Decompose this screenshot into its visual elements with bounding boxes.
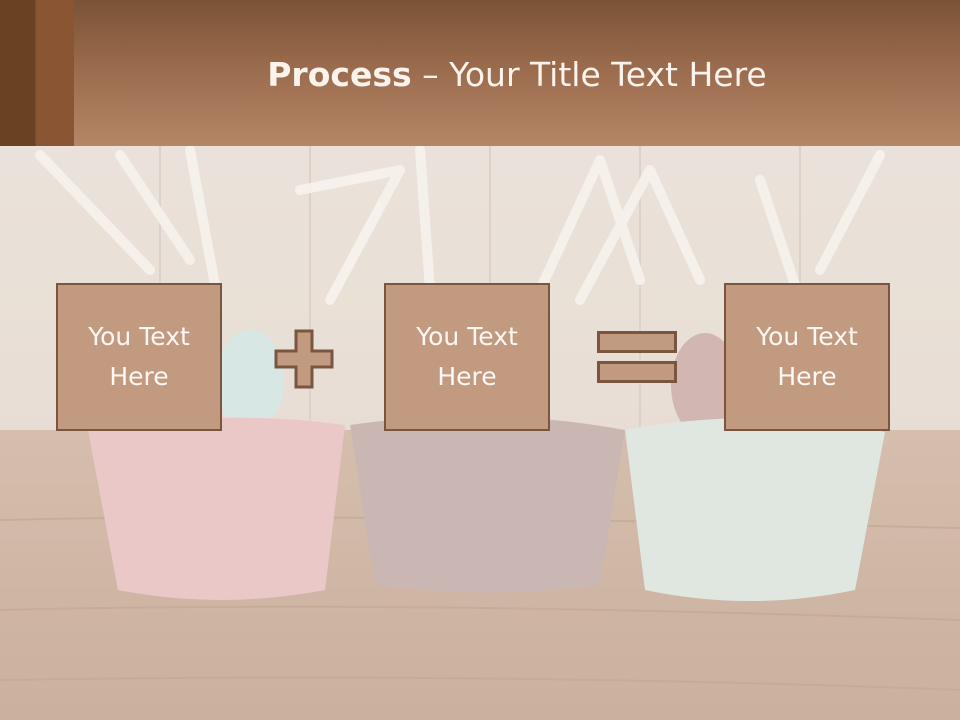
- title-bar: Process – Your Title Text Here: [0, 0, 960, 146]
- title-rest: – Your Title Text Here: [411, 55, 767, 94]
- title-bold: Process: [267, 55, 412, 94]
- text-box-2-label: You Text Here: [416, 322, 518, 391]
- text-box-1[interactable]: You Text Here: [56, 283, 222, 431]
- text-box-3-label: You Text Here: [756, 322, 858, 391]
- text-box-1-label: You Text Here: [88, 322, 190, 391]
- text-box-3[interactable]: You Text Here: [724, 283, 890, 431]
- equals-icon: [597, 331, 677, 383]
- plus-icon: [274, 329, 334, 389]
- header-accent-block: [0, 0, 74, 146]
- slide-title: Process – Your Title Text Here: [74, 52, 960, 98]
- text-box-2[interactable]: You Text Here: [384, 283, 550, 431]
